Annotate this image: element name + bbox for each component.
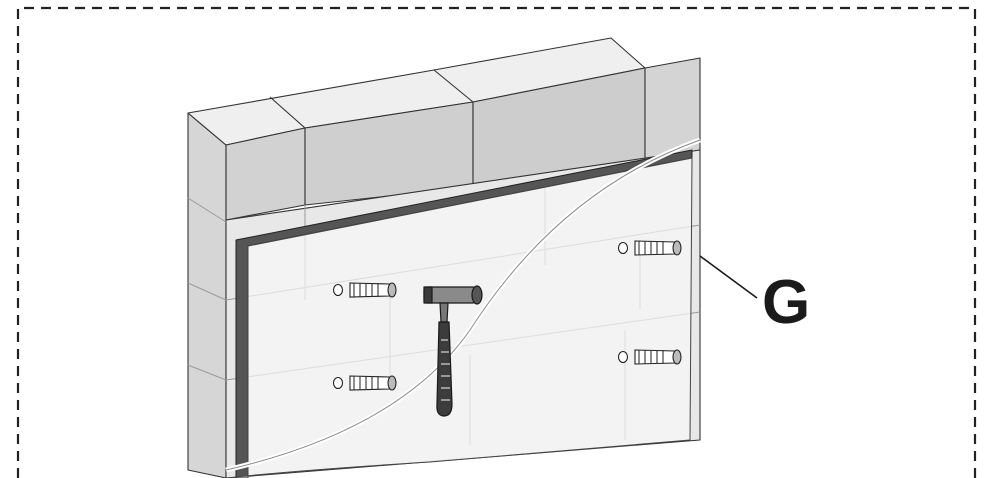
- callout-leader: [699, 255, 758, 299]
- callout-label-g: G: [762, 268, 811, 337]
- mounting-sheet: [225, 137, 701, 478]
- drill-hole-icon: [332, 376, 344, 390]
- wall-plug-icon: [617, 349, 682, 365]
- drill-hole-icon: [332, 283, 344, 297]
- wall-plug-icon: [332, 282, 397, 298]
- drill-hole-icon: [617, 350, 629, 364]
- drill-hole-icon: [617, 241, 629, 255]
- plug-set: [332, 240, 682, 391]
- wall-left-face: [187, 112, 227, 478]
- hammer-icon: [423, 285, 483, 417]
- sheet-face: [225, 157, 693, 478]
- wall-plug-icon: [332, 375, 397, 391]
- wall-plug-icon: [617, 240, 682, 256]
